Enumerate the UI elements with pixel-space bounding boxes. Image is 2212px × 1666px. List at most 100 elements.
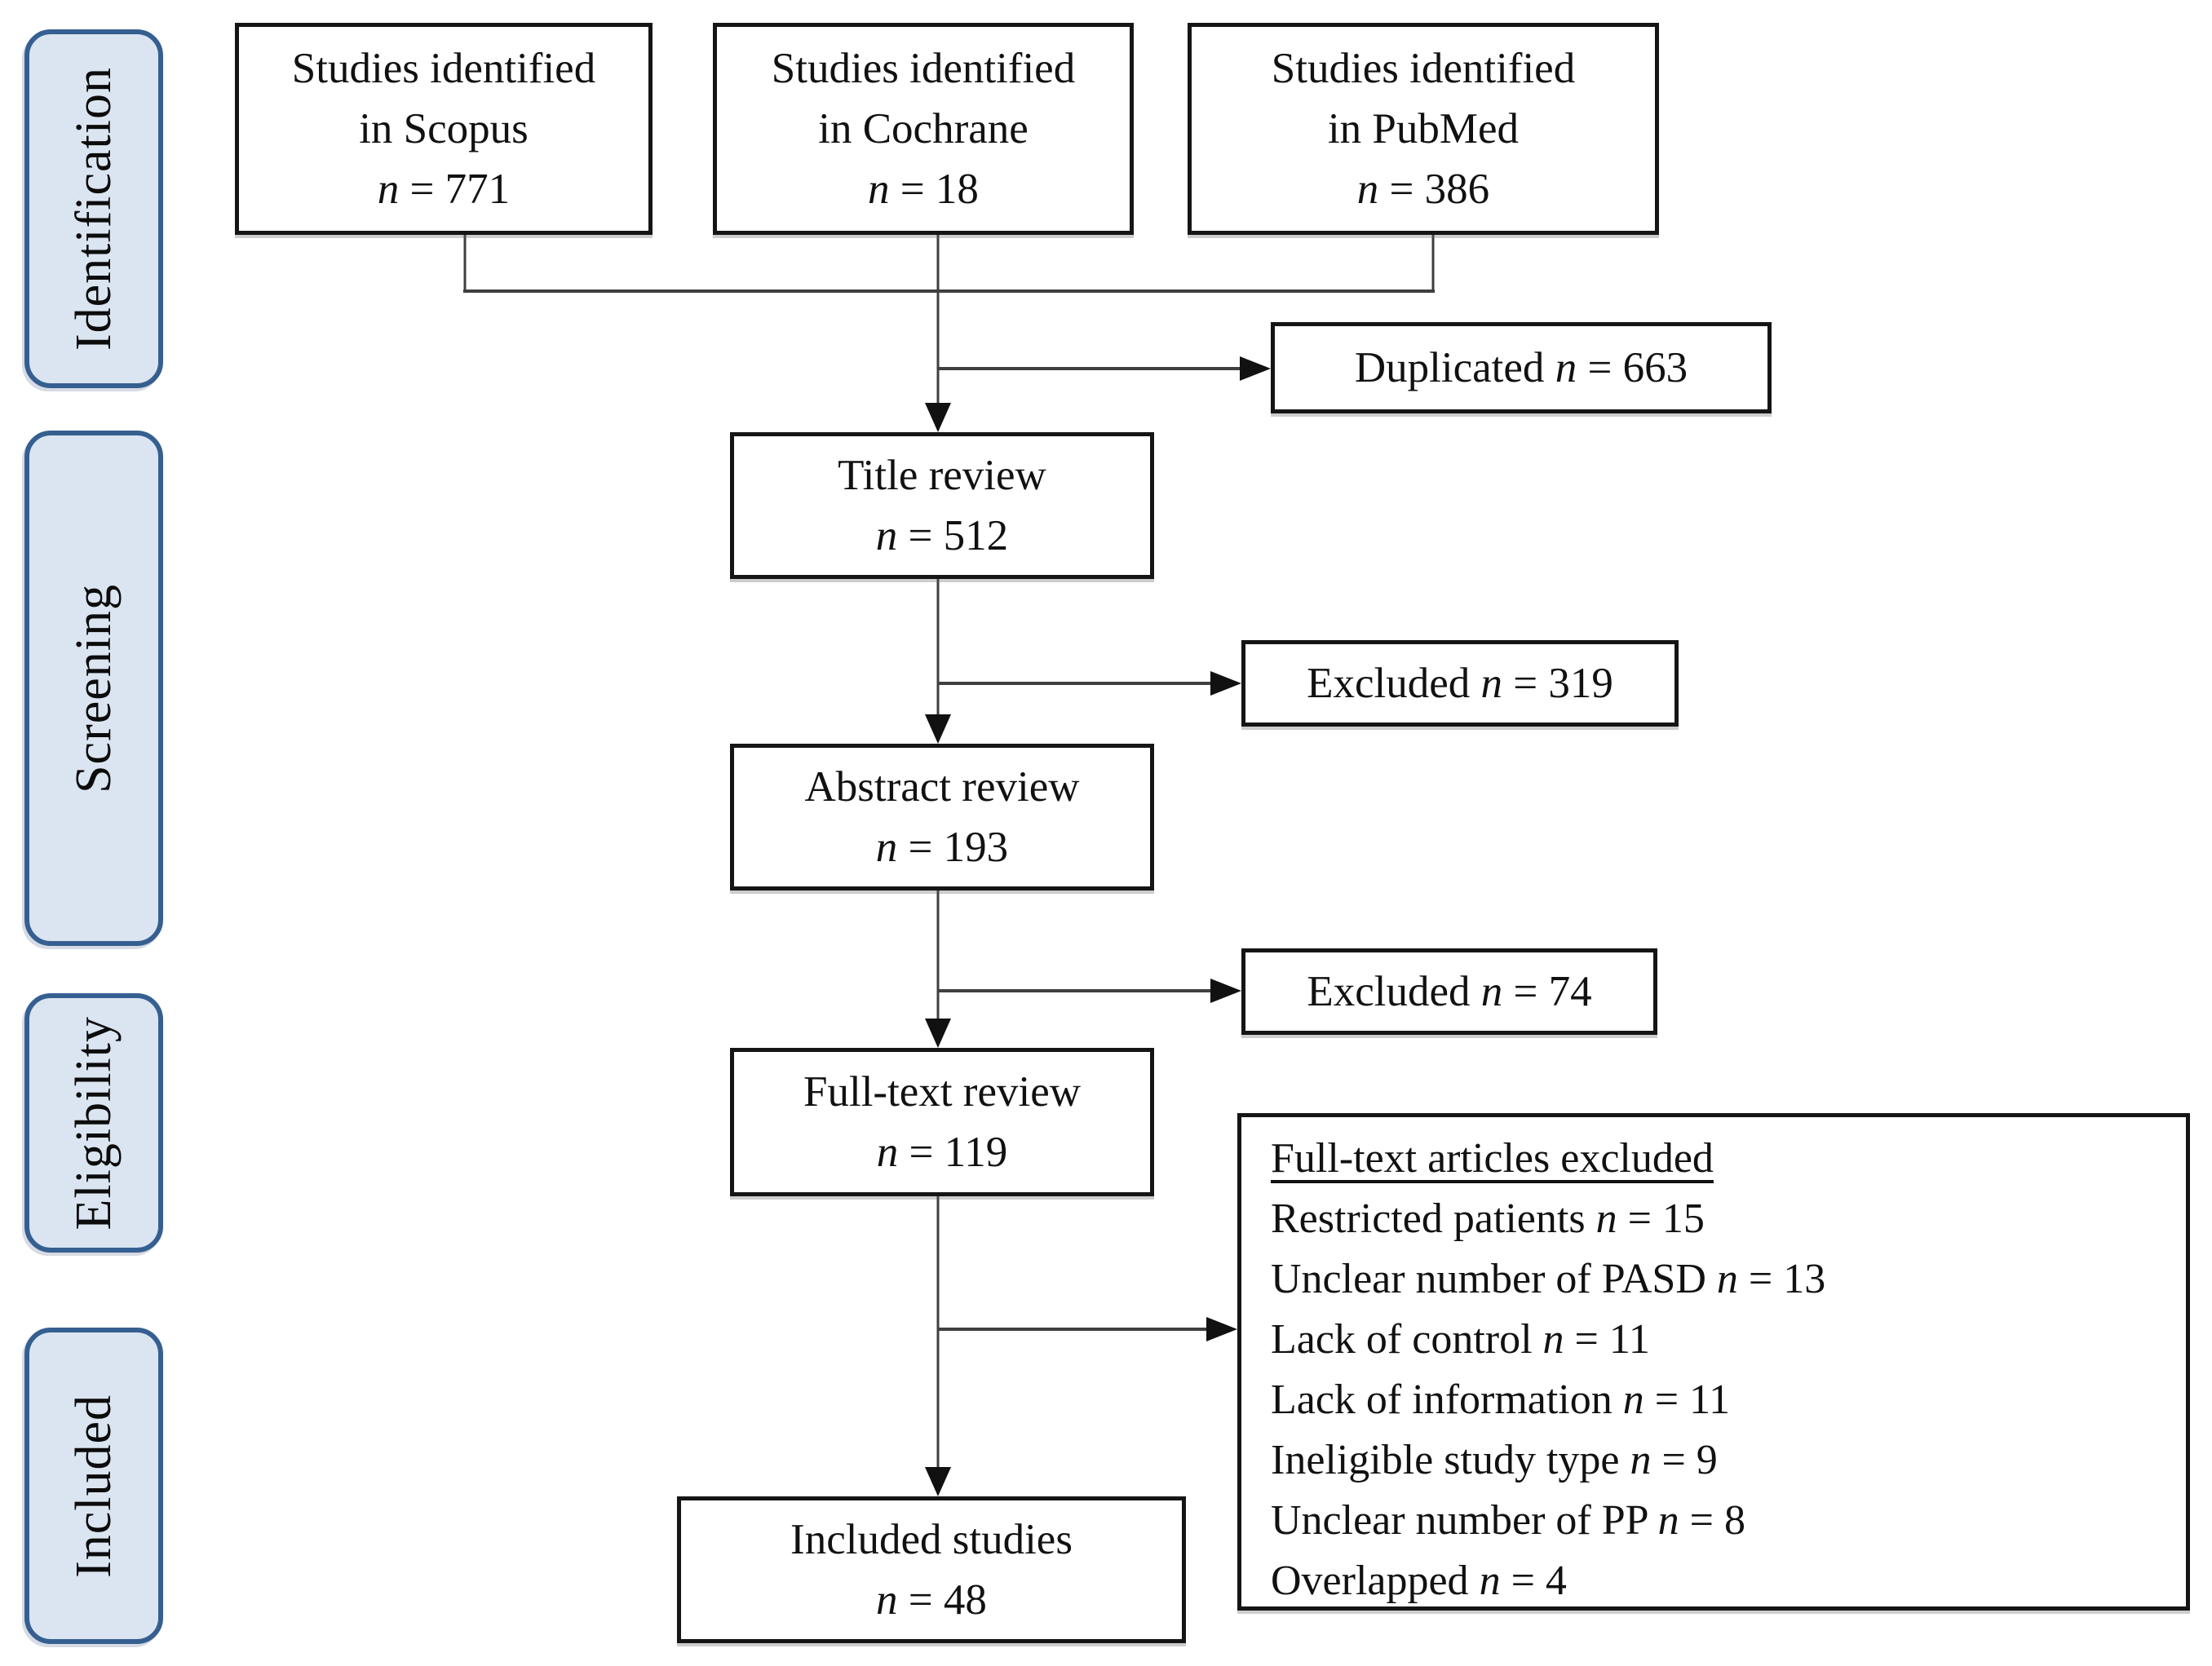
stage-eligibility-label: Eligibility	[65, 1015, 122, 1231]
pubmed-line2: in PubMed	[1327, 105, 1520, 152]
excluded-reason-item: Lack of control n = 11	[1271, 1310, 2178, 1370]
arrowhead-excluded-list	[1206, 1317, 1237, 1341]
excluded-label: Excluded	[1307, 660, 1481, 707]
n-symbol: n	[377, 166, 400, 213]
stage-identification-label: Identification	[65, 67, 122, 351]
excluded-reason-item: Lack of information n = 11	[1271, 1370, 2178, 1430]
reason-text: Lack of control	[1271, 1316, 1543, 1363]
excluded-title-text: Excluded n = 319	[1307, 653, 1613, 714]
reason-text: Restricted patients	[1271, 1195, 1596, 1242]
excluded-abstract-box: Excluded n = 74	[1241, 948, 1657, 1035]
n-value: = 13	[1737, 1256, 1826, 1302]
excluded-title-box: Excluded n = 319	[1241, 640, 1679, 727]
n-value: = 663	[1577, 344, 1688, 391]
title-review-label: Title review	[838, 452, 1046, 499]
n-symbol: n	[875, 512, 898, 559]
n-value: = 9	[1651, 1437, 1718, 1483]
n-symbol: n	[1542, 1316, 1564, 1363]
n-symbol: n	[876, 1576, 898, 1624]
n-symbol: n	[875, 824, 898, 871]
pubmed-count: n = 386	[1357, 159, 1489, 219]
stage-screening: Screening	[24, 431, 163, 946]
cochrane-box: Studies identified in Cochrane n = 18	[713, 23, 1134, 235]
duplicated-text: Duplicated n = 663	[1355, 338, 1688, 398]
n-value: = 11	[1564, 1316, 1650, 1363]
n-value: = 512	[897, 512, 1009, 559]
excluded-abstract-text: Excluded n = 74	[1307, 961, 1591, 1022]
n-value: = 4	[1500, 1558, 1567, 1604]
n-value: = 119	[898, 1129, 1008, 1176]
n-symbol: n	[876, 1129, 899, 1176]
excluded-reason-item: Unclear number of PP n = 8	[1271, 1491, 2178, 1551]
title-review-box: Title review n = 512	[730, 432, 1154, 579]
fulltext-review-label: Full-text review	[803, 1068, 1081, 1116]
n-symbol: n	[1622, 1377, 1644, 1423]
n-value: = 18	[889, 166, 979, 213]
included-studies-label: Included studies	[790, 1516, 1073, 1563]
included-studies-box: Included studies n = 48	[677, 1496, 1186, 1643]
excluded-label: Excluded	[1307, 968, 1481, 1015]
n-value: = 319	[1502, 660, 1613, 707]
n-value: = 74	[1502, 968, 1592, 1015]
n-value: = 48	[897, 1576, 987, 1624]
arrowhead-excluded-abstract	[1210, 979, 1241, 1003]
duplicated-label: Duplicated	[1354, 344, 1555, 391]
fulltext-review-box: Full-text review n = 119	[730, 1048, 1154, 1196]
excluded-reason-item: Ineligible study type n = 9	[1271, 1430, 2178, 1491]
n-symbol: n	[1356, 166, 1379, 213]
title-review-count: n = 512	[876, 506, 1008, 566]
duplicated-box: Duplicated n = 663	[1271, 322, 1772, 413]
fulltext-review-count: n = 119	[877, 1122, 1007, 1182]
arrowhead-title	[925, 403, 951, 432]
n-value: = 8	[1679, 1497, 1745, 1544]
n-value: = 771	[399, 166, 511, 213]
included-studies-count: n = 48	[876, 1570, 987, 1630]
n-value: = 193	[897, 824, 1009, 871]
n-symbol: n	[1480, 968, 1503, 1015]
n-symbol: n	[1716, 1256, 1738, 1302]
pubmed-line1: Studies identified	[1271, 45, 1576, 92]
abstract-review-count: n = 193	[876, 817, 1008, 877]
cochrane-line1: Studies identified	[771, 45, 1076, 92]
abstract-review-box: Abstract review n = 193	[730, 744, 1154, 890]
pubmed-box: Studies identified in PubMed n = 386	[1188, 23, 1659, 235]
stage-eligibility: Eligibility	[24, 993, 163, 1253]
stage-included-label: Included	[65, 1394, 122, 1578]
excluded-reason-item: Overlapped n = 4	[1271, 1551, 2178, 1611]
scopus-line2: in Scopus	[359, 105, 529, 152]
arrowhead-abstract	[925, 714, 951, 744]
fulltext-excluded-heading: Full-text articles excluded	[1271, 1135, 1714, 1182]
reason-text: Lack of information	[1271, 1377, 1623, 1423]
scopus-box: Studies identified in Scopus n = 771	[235, 23, 653, 235]
reason-text: Unclear number of PP	[1271, 1497, 1658, 1544]
n-value: = 11	[1644, 1377, 1731, 1423]
arrowhead-duplicated	[1240, 356, 1271, 381]
n-value: = 386	[1378, 166, 1490, 213]
n-symbol: n	[1555, 344, 1577, 391]
arrowhead-fulltext	[925, 1019, 951, 1048]
cochrane-count: n = 18	[868, 159, 979, 219]
n-symbol: n	[1479, 1558, 1501, 1604]
n-symbol: n	[1657, 1497, 1679, 1544]
stage-identification: Identification	[24, 29, 163, 388]
arrowhead-included	[925, 1467, 951, 1496]
excluded-reason-item: Unclear number of PASD n = 13	[1271, 1249, 2178, 1310]
n-symbol: n	[1630, 1437, 1652, 1483]
n-symbol: n	[1595, 1195, 1617, 1242]
scopus-line1: Studies identified	[291, 45, 596, 92]
abstract-review-label: Abstract review	[804, 763, 1080, 811]
scopus-count: n = 771	[378, 159, 510, 219]
fulltext-excluded-box: Full-text articles excluded Restricted p…	[1237, 1113, 2190, 1611]
reason-text: Overlapped	[1271, 1558, 1480, 1604]
n-symbol: n	[868, 166, 890, 213]
cochrane-line2: in Cochrane	[818, 105, 1029, 152]
reason-text: Ineligible study type	[1271, 1437, 1630, 1483]
reason-text: Unclear number of PASD	[1271, 1256, 1717, 1302]
stage-included: Included	[24, 1328, 163, 1644]
n-symbol: n	[1480, 660, 1503, 707]
n-value: = 15	[1617, 1195, 1705, 1242]
arrowhead-excluded-title	[1210, 671, 1241, 696]
stage-screening-label: Screening	[65, 583, 122, 793]
